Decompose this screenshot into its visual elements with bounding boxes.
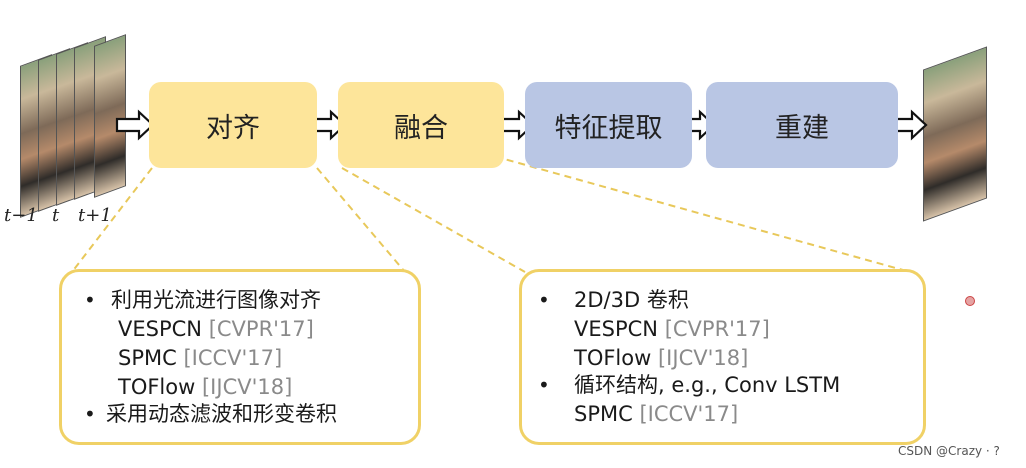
citation: [ICCV'17] — [639, 402, 739, 426]
list-item: VESPCN [CVPR'17] — [574, 317, 770, 341]
alignment-detail-box: • 利用光流进行图像对齐 VESPCN [CVPR'17] SPMC [ICCV… — [59, 269, 421, 445]
bullet-icon: • — [84, 288, 96, 312]
citation: [IJCV'18] — [201, 375, 293, 399]
citation: [CVPR'17] — [208, 317, 314, 341]
list-item: TOFlow [IJCV'18] — [574, 346, 749, 370]
time-label-prev: t−1 — [4, 205, 38, 226]
list-item: VESPCN [CVPR'17] — [118, 317, 314, 341]
stage-label: 特征提取 — [554, 112, 663, 144]
stage-feature-extraction: 特征提取 — [525, 82, 692, 168]
stage-fusion: 融合 — [338, 82, 504, 168]
citation: [ICCV'17] — [183, 346, 283, 370]
stage-label: 融合 — [394, 112, 448, 144]
stage-label: 重建 — [775, 112, 829, 144]
bullet-icon: • — [538, 288, 550, 312]
bullet-icon: • — [538, 373, 550, 397]
stage-label: 对齐 — [206, 112, 260, 144]
time-label-next: t+1 — [78, 205, 112, 226]
bullet-icon: • — [84, 402, 96, 426]
stage-reconstruction: 重建 — [706, 82, 898, 168]
list-item: 利用光流进行图像对齐 — [111, 288, 321, 312]
list-item: SPMC [ICCV'17] — [118, 346, 283, 370]
citation: [CVPR'17] — [664, 317, 770, 341]
list-item: TOFlow [IJCV'18] — [118, 375, 293, 399]
arrow-icon — [115, 110, 155, 140]
citation: [IJCV'18] — [657, 346, 749, 370]
watermark: CSDN @Crazy · ? — [898, 444, 1000, 458]
pointer-dot-icon — [965, 296, 975, 306]
fusion-detail-box: • 2D/3D 卷积 VESPCN [CVPR'17] TOFlow [IJCV… — [519, 269, 926, 445]
time-label-current: t — [52, 205, 60, 226]
list-item: 2D/3D 卷积 — [574, 288, 689, 312]
list-item: 采用动态滤波和形变卷积 — [106, 402, 337, 426]
list-item: SPMC [ICCV'17] — [574, 402, 739, 426]
stage-alignment: 对齐 — [149, 82, 317, 168]
dashed-connectors — [71, 149, 911, 273]
list-item: 循环结构, e.g., Conv LSTM — [574, 373, 841, 397]
